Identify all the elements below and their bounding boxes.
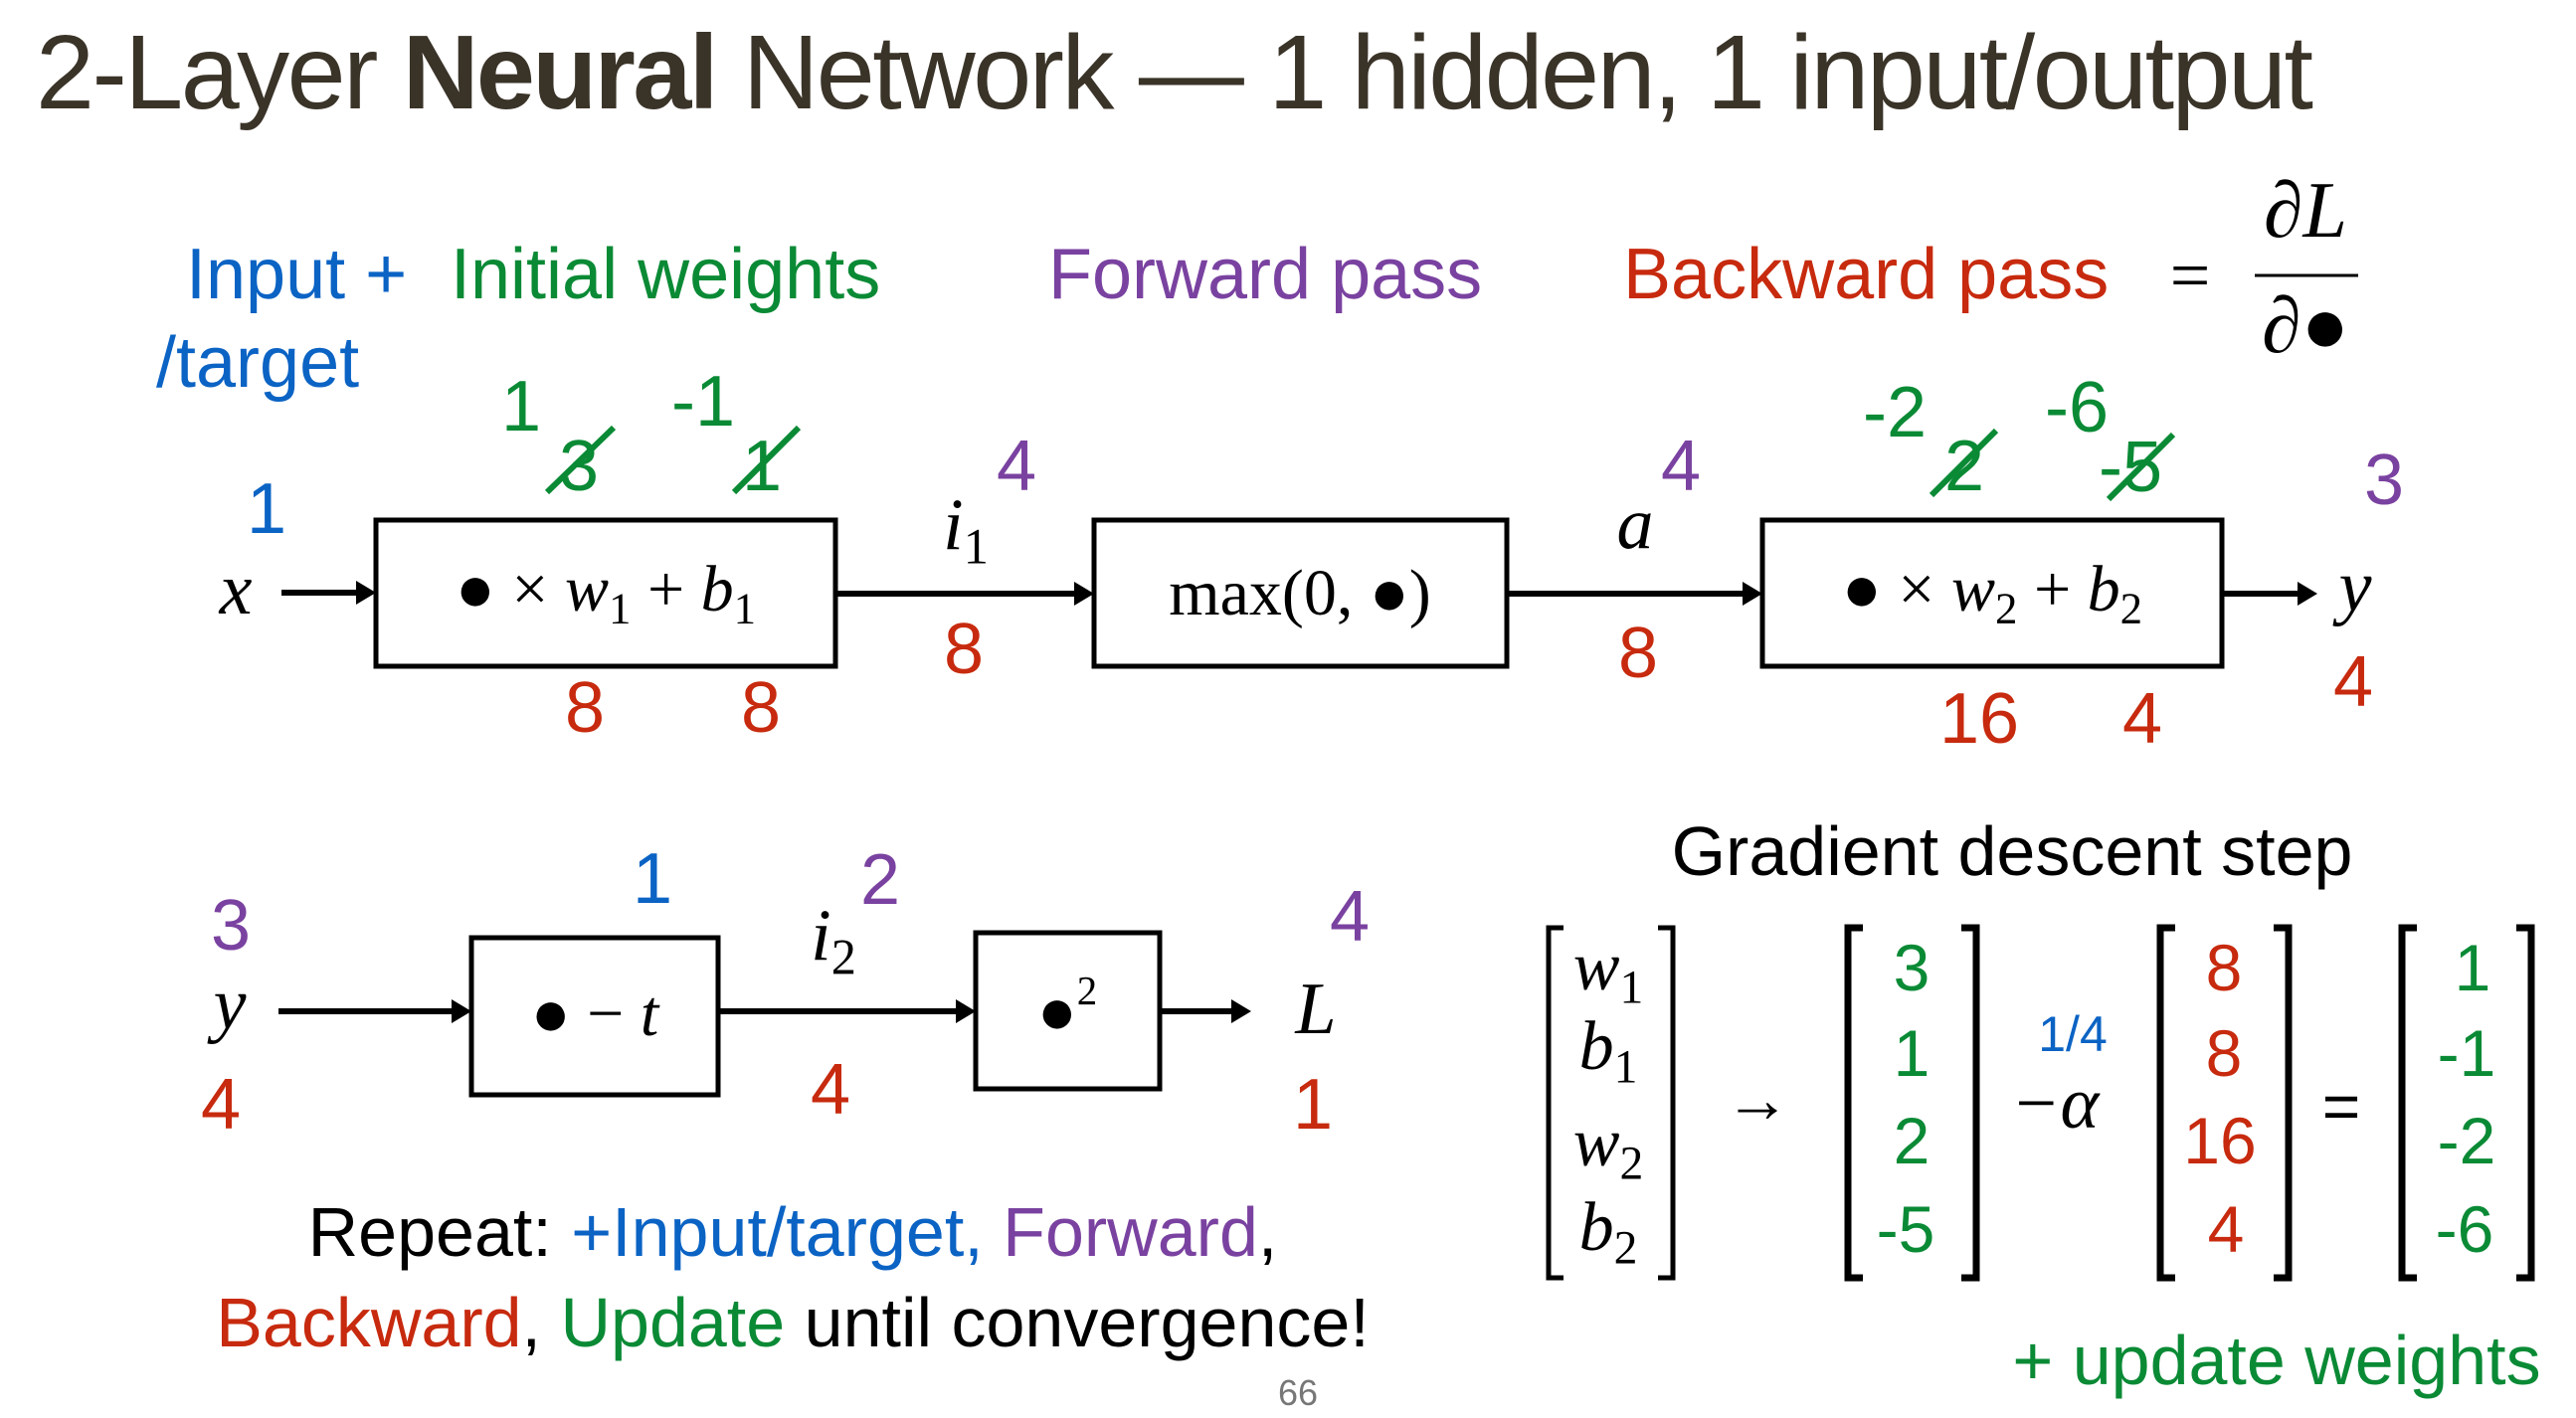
repeat-backward: Backward [216, 1284, 522, 1361]
current-b2: -5 [1876, 1192, 1935, 1266]
legend-target: /target [156, 323, 360, 403]
subtract-formula: ● − t [530, 977, 659, 1050]
minus-alpha: −α [2010, 1063, 2100, 1145]
b2-updated: -6 [2044, 368, 2110, 447]
i2-gradient: 4 [810, 1050, 851, 1130]
current-w2: 2 [1893, 1104, 1931, 1177]
strike-w2-old [1929, 428, 1999, 498]
legend-forward-pass: Forward pass [1048, 235, 1483, 314]
strike-b1-old [731, 425, 802, 495]
updated-w2: -2 [2437, 1104, 2496, 1177]
current-w1: 3 [1893, 931, 1931, 1004]
var-i2: i2 [811, 895, 856, 985]
var-L: L [1295, 969, 1337, 1050]
var-x: x [219, 549, 253, 630]
grad-b2: 4 [2121, 679, 2163, 759]
w2-updated: -2 [1862, 373, 1928, 452]
loss-y-gradient: 4 [200, 1065, 242, 1145]
legend-initial-weights: Initial weights [451, 235, 881, 314]
arrow-relu-to-layer2 [1507, 582, 1762, 606]
legend-backward-pass: Backward pass [1623, 235, 2110, 314]
strike-b2-old [2106, 432, 2176, 502]
y-forward-value: 3 [2363, 441, 2405, 520]
square-formula: ●2 [1036, 969, 1098, 1048]
repeat-comma: , [1257, 1193, 1278, 1271]
current-b1: 1 [1893, 1016, 1931, 1090]
repeat-line-1: Repeat: +Input/target, Forward, [308, 1197, 1278, 1267]
matrix-params-brackets [1546, 925, 1676, 1281]
loss-var-y: y [213, 964, 247, 1045]
repeat-line-2: Backward, Update until convergence! [216, 1288, 1370, 1357]
w2-initial: 2 [1943, 427, 1985, 506]
page-number: 66 [1277, 1372, 1319, 1413]
gradient-b1: 8 [2205, 1016, 2243, 1090]
repeat-word: Repeat: [307, 1193, 572, 1271]
repeat-forward: Forward [1003, 1193, 1258, 1271]
matrix-current-brackets [1844, 924, 1980, 1282]
gradient-b2: 4 [2207, 1192, 2245, 1266]
param-w2: w2 [1572, 1105, 1644, 1190]
layer1-formula: ● × w1 + b1 [455, 552, 757, 633]
updated-w1: 1 [2454, 931, 2491, 1004]
layer2-formula: ● × w2 + b2 [1841, 552, 2143, 633]
maps-to-arrow: → [1725, 1064, 1790, 1137]
slide-title: 2-Layer Neural Network — 1 hidden, 1 inp… [36, 20, 2313, 125]
updated-b2: -6 [2435, 1192, 2494, 1266]
matrix-gradient-brackets [2156, 924, 2293, 1282]
param-b2: b2 [1578, 1189, 1638, 1275]
arrow-layer2-to-y [2222, 582, 2317, 606]
w1-initial: 3 [558, 427, 600, 506]
fraction-numerator: ∂L [2263, 167, 2348, 255]
i1-gradient: 8 [943, 610, 985, 689]
w1-updated: 1 [500, 367, 542, 446]
grad-w1: 8 [564, 668, 606, 748]
param-w1: w1 [1572, 929, 1644, 1014]
L-gradient: 1 [1292, 1065, 1334, 1145]
title-bold: Neural [402, 14, 718, 131]
b2-initial: -5 [2098, 428, 2163, 507]
repeat-comma-2: , [521, 1284, 561, 1361]
i2-forward-value: 2 [859, 840, 901, 920]
repeat-until: until convergence! [785, 1284, 1370, 1361]
alpha-value: 1/4 [2038, 1006, 2108, 1062]
target-value: 1 [632, 839, 673, 919]
legend-equals: = [2169, 236, 2211, 315]
arrow-x-to-layer1 [281, 581, 376, 605]
arrow-square-to-L [1160, 999, 1251, 1023]
b1-updated: -1 [670, 362, 736, 442]
gradient-w1: 8 [2205, 931, 2243, 1004]
input-value: 1 [246, 469, 287, 549]
update-weights-note: + update weights [2012, 1322, 2541, 1399]
arrow-y-to-subtract [278, 999, 471, 1023]
var-i1: i1 [943, 484, 989, 575]
b1-initial: 1 [741, 427, 783, 506]
arrow-layer1-to-relu [835, 582, 1094, 606]
fraction-denominator: ∂● [2262, 282, 2349, 370]
subtract-box [468, 935, 721, 1098]
relu-formula: max(0, ●) [1169, 557, 1431, 629]
i1-forward-value: 4 [996, 427, 1037, 506]
repeat-input-target: +Input/target, [571, 1193, 1004, 1271]
grad-w2: 16 [1938, 679, 2020, 759]
updated-b1: -1 [2437, 1016, 2496, 1090]
equals-sign: = [2321, 1069, 2361, 1143]
gradient-descent-title: Gradient descent step [1671, 812, 2353, 890]
y-gradient: 4 [2332, 642, 2374, 722]
legend-input: Input + [186, 235, 408, 314]
a-forward-value: 4 [1660, 427, 1702, 506]
gradient-w2: 16 [2183, 1104, 2257, 1177]
var-y-output: y [2338, 546, 2372, 627]
a-gradient: 8 [1617, 614, 1659, 693]
loss-y-forward-value: 3 [210, 886, 252, 966]
L-forward-value: 4 [1329, 877, 1371, 957]
repeat-update: Update [560, 1284, 786, 1361]
var-a: a [1616, 483, 1654, 565]
arrow-subtract-to-square [718, 999, 976, 1023]
strike-w1-old [544, 425, 617, 495]
matrix-updated-brackets [2398, 924, 2535, 1282]
title-prefix: 2-Layer [36, 14, 403, 131]
grad-b1: 8 [740, 668, 782, 748]
param-b1: b1 [1578, 1008, 1638, 1094]
title-suffix: Network — 1 hidden, 1 input/output [715, 14, 2313, 131]
